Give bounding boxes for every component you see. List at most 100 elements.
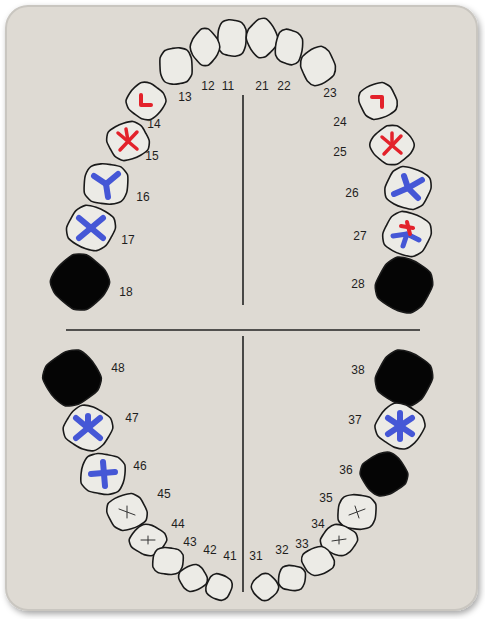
tooth-outline bbox=[302, 547, 335, 576]
filling-mark bbox=[103, 462, 105, 486]
tooth-outline bbox=[301, 46, 336, 85]
filling-mark bbox=[401, 226, 413, 228]
tooth-outline bbox=[338, 495, 376, 530]
tooth-number: 27 bbox=[353, 230, 366, 242]
tooth-outline bbox=[385, 166, 431, 209]
tooth-number: 14 bbox=[147, 118, 160, 130]
filling-mark bbox=[403, 234, 407, 246]
filling-mark bbox=[141, 95, 151, 105]
tooth-outline bbox=[43, 350, 102, 406]
filling-mark bbox=[382, 133, 401, 154]
tooth-outline bbox=[63, 405, 113, 451]
tooth-number: 23 bbox=[323, 87, 336, 99]
tooth-number: 35 bbox=[319, 492, 332, 504]
paper-card bbox=[6, 6, 477, 610]
tooth-number: 45 bbox=[157, 488, 170, 500]
tooth-number: 43 bbox=[183, 536, 196, 548]
tooth-outline bbox=[375, 350, 433, 406]
filling-mark bbox=[79, 218, 103, 238]
filling-mark bbox=[355, 506, 359, 518]
tooth-number: 32 bbox=[275, 544, 288, 556]
tooth-number: 31 bbox=[249, 550, 262, 562]
tooth-outline bbox=[375, 257, 433, 313]
filling-mark bbox=[91, 462, 115, 486]
filling-mark bbox=[388, 413, 412, 439]
quadrant-line bbox=[242, 95, 244, 305]
tooth-outline bbox=[50, 254, 109, 310]
filling-mark bbox=[119, 506, 135, 518]
filling-mark bbox=[372, 97, 382, 107]
tooth-number: 48 bbox=[111, 362, 124, 374]
tooth-outline bbox=[359, 83, 397, 120]
tooth-number: 46 bbox=[133, 460, 146, 472]
tooth-outline bbox=[370, 125, 415, 164]
filling-mark bbox=[141, 536, 155, 544]
tooth-outline bbox=[190, 28, 220, 65]
tooth-outline bbox=[81, 453, 125, 494]
tooth-outline bbox=[160, 48, 192, 84]
tooth-outline bbox=[153, 547, 184, 574]
filling-mark bbox=[106, 184, 108, 197]
tooth-number: 34 bbox=[311, 518, 324, 530]
filling-mark bbox=[393, 234, 419, 246]
tooth-number: 16 bbox=[136, 191, 149, 203]
tooth-number: 18 bbox=[119, 286, 132, 298]
filling-mark bbox=[148, 536, 149, 544]
filling-mark bbox=[85, 416, 91, 428]
tooth-outline bbox=[383, 211, 432, 256]
tooth-outline bbox=[84, 164, 128, 204]
tooth-number: 15 bbox=[145, 150, 158, 162]
filling-mark bbox=[349, 506, 365, 518]
tooth-outline bbox=[107, 121, 150, 160]
tooth-outline bbox=[279, 565, 306, 590]
quadrant-line bbox=[66, 329, 420, 331]
filling-mark bbox=[79, 218, 103, 238]
filling-mark bbox=[390, 133, 394, 145]
tooth-number: 22 bbox=[277, 80, 290, 92]
filling-mark bbox=[141, 95, 151, 105]
tooth-number: 33 bbox=[295, 538, 308, 550]
tooth-number: 26 bbox=[345, 187, 358, 199]
tooth-number: 47 bbox=[125, 412, 138, 424]
filling-mark bbox=[332, 536, 346, 544]
tooth-number: 44 bbox=[171, 518, 184, 530]
filling-mark bbox=[126, 129, 128, 141]
tooth-number: 25 bbox=[333, 146, 346, 158]
tooth-number: 38 bbox=[351, 364, 364, 376]
filling-mark bbox=[118, 129, 137, 150]
quadrant-line bbox=[242, 336, 244, 592]
tooth-number: 42 bbox=[203, 544, 216, 556]
filling-mark bbox=[397, 413, 403, 439]
tooth-number: 36 bbox=[339, 464, 352, 476]
tooth-outline bbox=[66, 205, 115, 250]
tooth-number: 21 bbox=[255, 80, 268, 92]
tooth-number: 28 bbox=[351, 278, 364, 290]
tooth-outline bbox=[251, 574, 279, 601]
tooth-number: 12 bbox=[201, 80, 214, 92]
tooth-outline bbox=[126, 82, 166, 119]
tooth-number: 41 bbox=[223, 550, 236, 562]
filling-mark bbox=[394, 176, 422, 198]
tooth-outline bbox=[360, 452, 408, 496]
filling-mark bbox=[127, 506, 128, 518]
filling-mark bbox=[339, 536, 340, 544]
filling-mark bbox=[94, 174, 118, 197]
tooth-outline bbox=[375, 403, 425, 449]
tooth-outline bbox=[218, 20, 247, 56]
tooth-number: 11 bbox=[222, 80, 234, 92]
tooth-number: 37 bbox=[348, 414, 361, 426]
filling-mark bbox=[408, 188, 418, 198]
tooth-number: 13 bbox=[178, 91, 191, 103]
tooth-number: 17 bbox=[121, 234, 134, 246]
filling-mark bbox=[372, 97, 382, 107]
tooth-number: 24 bbox=[333, 116, 346, 128]
filling-mark bbox=[79, 218, 103, 238]
tooth-outline bbox=[246, 18, 278, 57]
tooth-outline bbox=[206, 574, 232, 601]
filling-mark bbox=[401, 222, 413, 234]
tooth-outline bbox=[179, 565, 208, 592]
tooth-outline bbox=[275, 29, 302, 65]
filling-mark bbox=[76, 416, 100, 438]
